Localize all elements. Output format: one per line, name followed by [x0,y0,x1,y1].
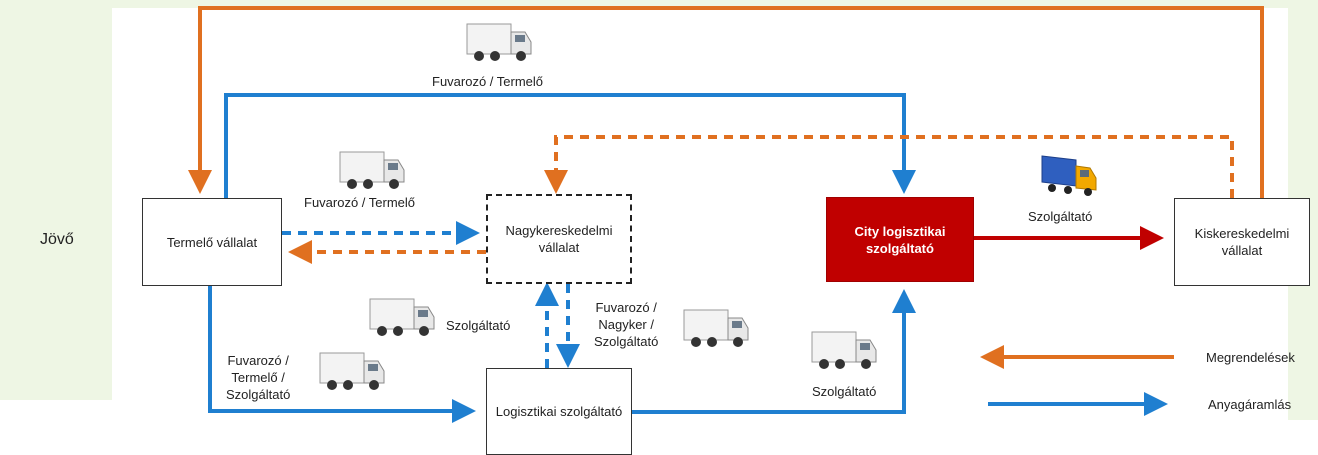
material-flow-bottom-left [208,286,476,423]
node-nagykereskedelmi-vallalat: Nagykereskedelmi vállalat [486,194,632,284]
order-flow-top [188,6,1264,198]
truck-icon [811,331,877,369]
label-fuvarozo-nagyker: Fuvarozó / Nagyker / Szolgáltató [594,300,659,349]
label-top: Fuvarozó / Termelő [432,74,544,89]
truck-icon [369,298,435,336]
label-fuvarozo-termelo: Fuvarozó / Termelő / Szolgáltató [226,353,291,402]
truck-icon [319,352,385,390]
node-kiskereskedelmi-vallalat: Kiskereskedelmi vállalat [1174,198,1310,286]
truck-icon [466,23,532,61]
node-termelo-vallalat: Termelő vállalat [142,198,282,286]
legend-material-label: Anyagáramlás [1208,397,1292,412]
label-termelo-nagyker: Fuvarozó / Termelő [304,195,416,210]
node-city-logisztikai-szolgaltato: City logisztikai szolgáltató [826,197,974,282]
blue-truck-icon [1041,155,1097,196]
legend-orders-label: Megrendelések [1206,350,1295,365]
material-flow-bottom-right [632,289,916,414]
truck-icon [339,151,405,189]
future-label: Jövő [40,231,74,248]
label-szolgaltato-left: Szolgáltató [446,318,511,333]
material-flow-top [224,93,916,198]
truck-icon [683,309,749,347]
background-strip [0,0,1318,8]
background-panel [0,0,112,400]
label-city-kisker: Szolgáltató [1028,209,1093,224]
order-flow-dashed-top [544,135,1234,198]
node-logisztikai-szolgaltato: Logisztikai szolgáltató [486,368,632,455]
label-szolgaltato-city: Szolgáltató [812,384,877,399]
